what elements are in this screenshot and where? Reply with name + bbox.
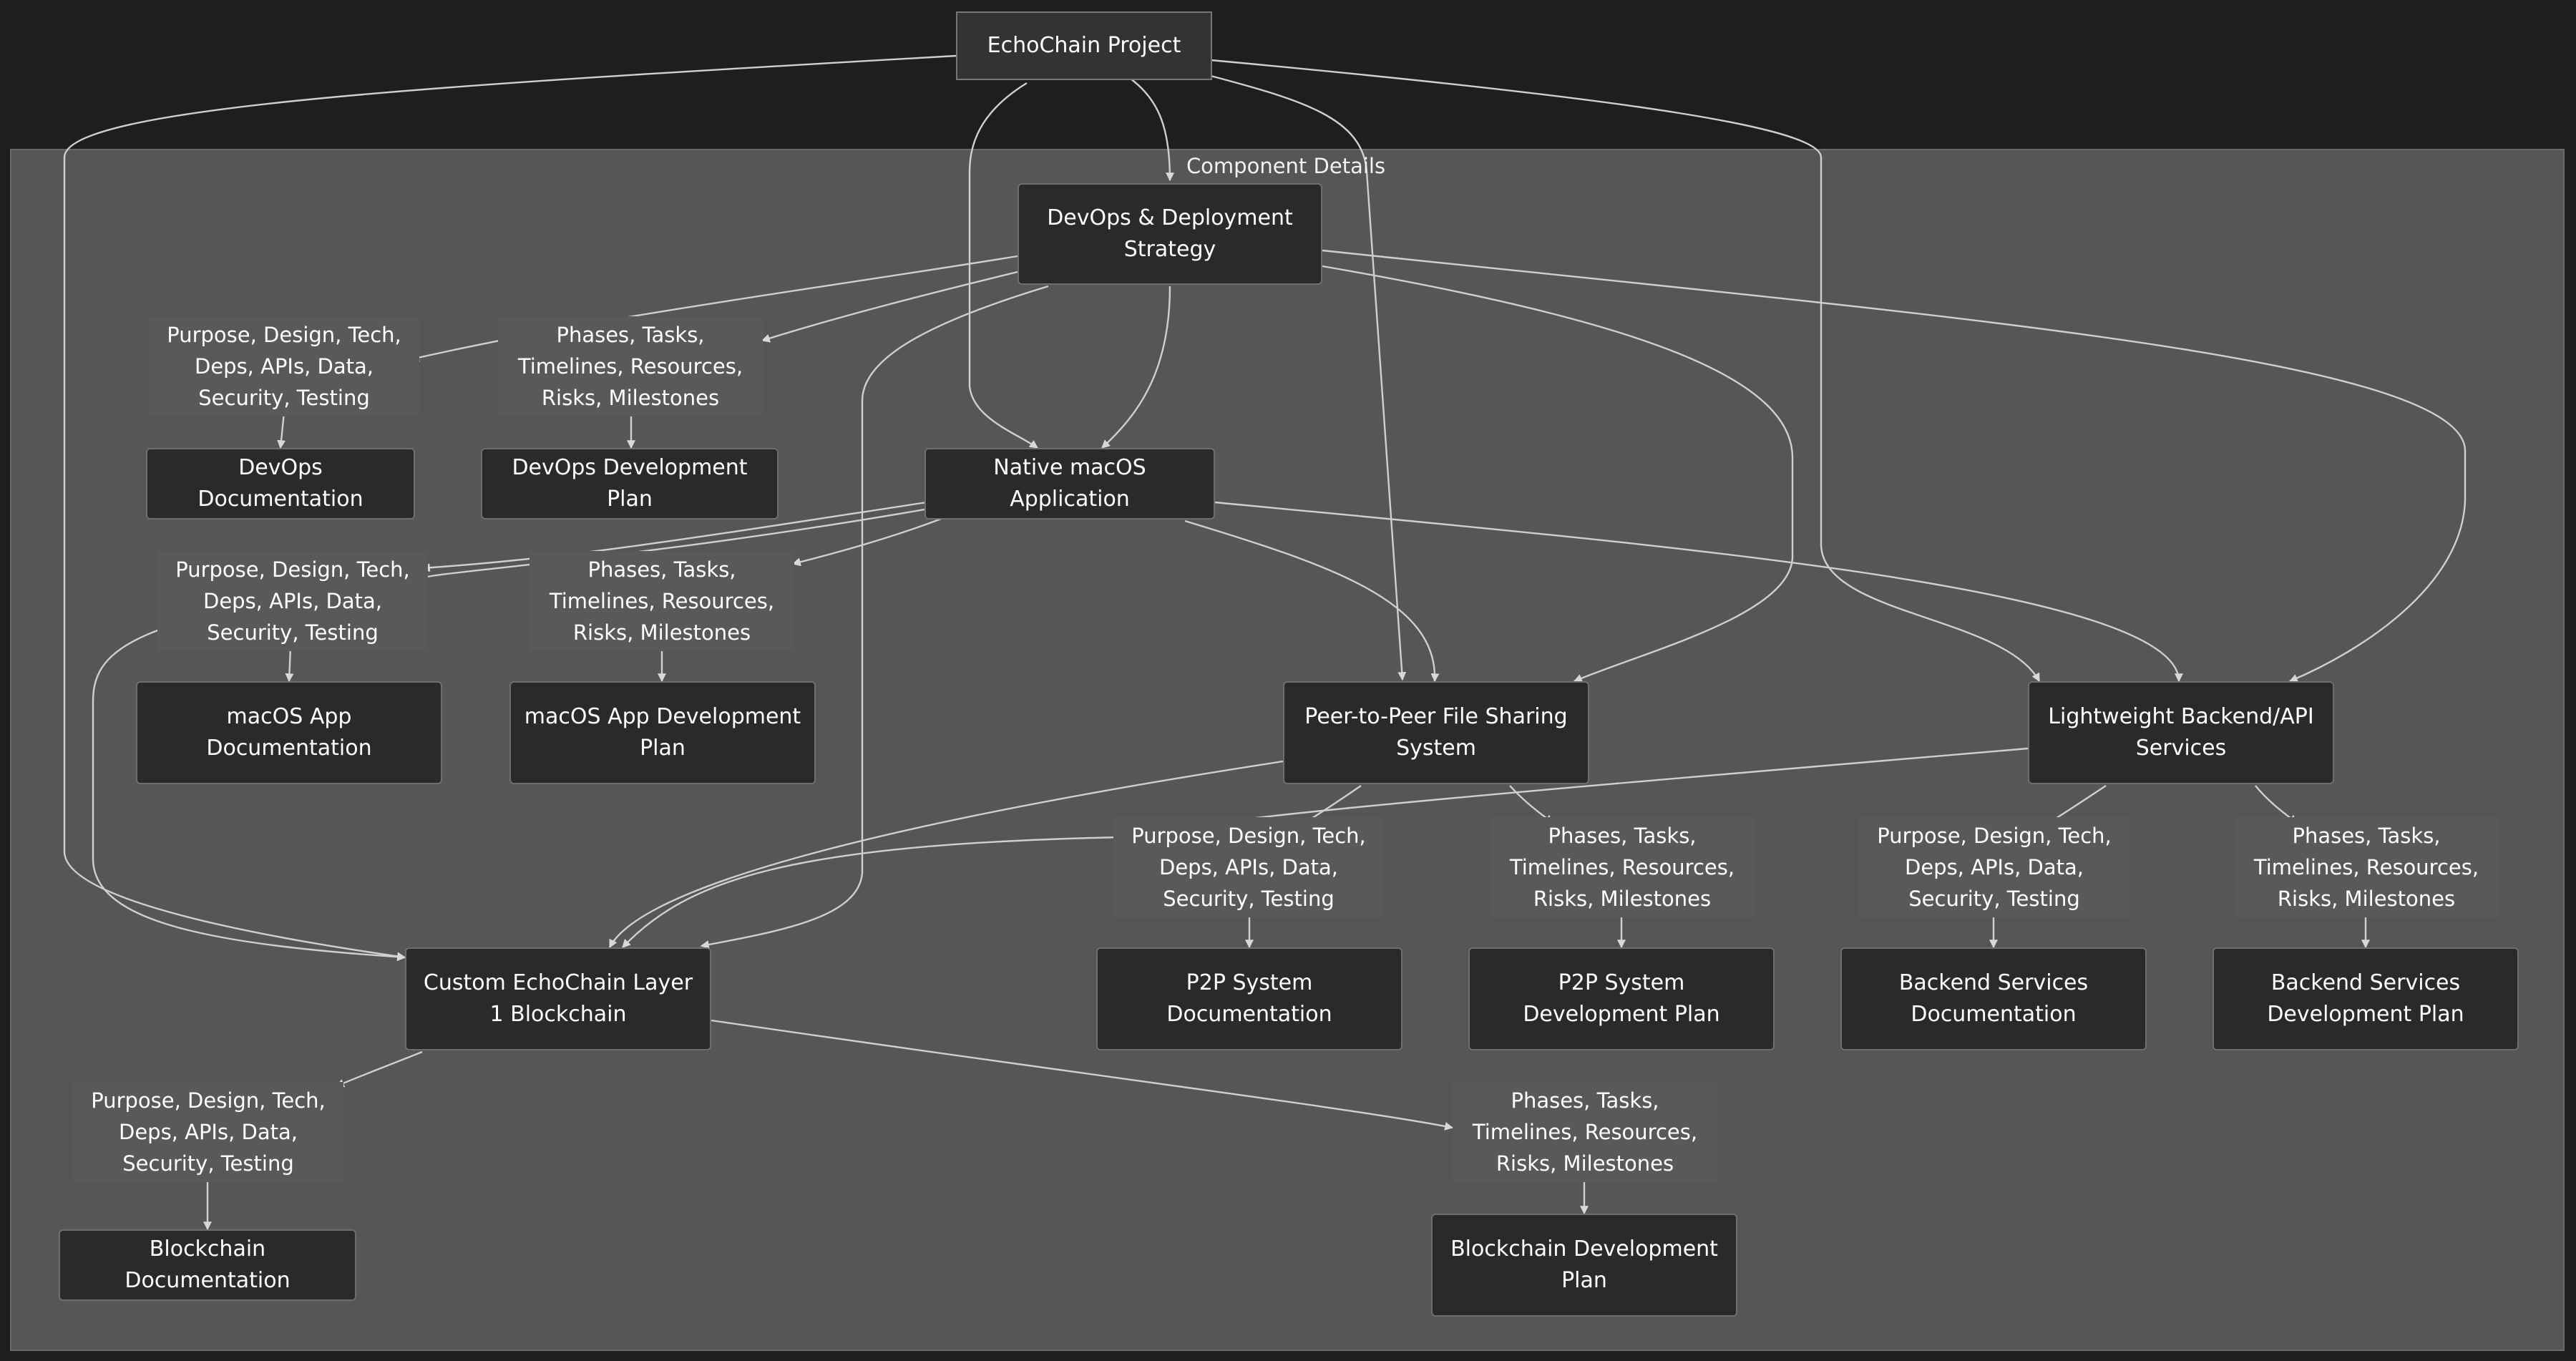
edge-label-devops-doc: Purpose, Design, Tech, Deps, APIs, Data,… — [149, 316, 419, 416]
node-devops-documentation[interactable]: DevOps Documentation — [146, 448, 415, 519]
edge-label-backend-plan: Phases, Tasks, Timelines, Resources, Ris… — [2234, 817, 2499, 917]
edge-devops-macos — [1101, 286, 1171, 449]
edge-p2p-chain — [608, 760, 1284, 949]
node-blockchain-documentation[interactable]: Blockchain Documentation — [59, 1229, 356, 1301]
edge-lbl-devops-doc — [277, 411, 286, 449]
edge-macos-doc — [421, 501, 927, 572]
edge-macos-plan — [791, 517, 944, 567]
edge-chain-doc — [335, 1050, 423, 1088]
node-macos-app-development-plan[interactable]: macOS App Development Plan — [509, 681, 816, 784]
edge-chain-plan — [711, 1019, 1454, 1131]
node-devops-development-plan[interactable]: DevOps Development Plan — [481, 448, 779, 519]
edge-devops-doc — [410, 255, 1018, 362]
edge-label-p2p-doc: Purpose, Design, Tech, Deps, APIs, Data,… — [1113, 817, 1384, 917]
edge-macos-backend — [1214, 501, 2183, 683]
edge-macos-p2p — [1184, 519, 1440, 683]
node-echochain-layer1-blockchain[interactable]: Custom EchoChain Layer 1 Blockchain — [405, 947, 711, 1050]
node-blockchain-development-plan[interactable]: Blockchain Development Plan — [1431, 1214, 1737, 1317]
edge-root-p2p — [1210, 74, 1407, 681]
node-native-macos-app[interactable]: Native macOS Application — [924, 448, 1215, 519]
edge-label-macos-plan: Phases, Tasks, Timelines, Resources, Ris… — [530, 551, 794, 651]
edge-label-chain-plan: Phases, Tasks, Timelines, Resources, Ris… — [1453, 1082, 1717, 1182]
edge-label-chain-doc: Purpose, Design, Tech, Deps, APIs, Data,… — [73, 1082, 343, 1182]
node-devops-strategy[interactable]: DevOps & Deployment Strategy — [1018, 183, 1322, 285]
node-echochain-project[interactable]: EchoChain Project — [956, 11, 1212, 80]
cluster-label: Component Details — [1186, 154, 1386, 178]
node-backend-services-documentation[interactable]: Backend Services Documentation — [1840, 947, 2147, 1050]
edge-root-chain — [63, 54, 957, 961]
edge-devops-plan — [761, 270, 1018, 343]
edge-root-devops — [1130, 78, 1174, 182]
edge-root-backend — [1210, 59, 2041, 683]
edge-label-p2p-plan: Phases, Tasks, Timelines, Resources, Ris… — [1490, 817, 1755, 917]
edge-label-macos-doc: Purpose, Design, Tech, Deps, APIs, Data,… — [157, 551, 428, 651]
node-backend-api-services[interactable]: Lightweight Backend/API Services — [2028, 681, 2334, 784]
node-macos-app-documentation[interactable]: macOS App Documentation — [136, 681, 442, 784]
node-p2p-system-development-plan[interactable]: P2P System Development Plan — [1468, 947, 1775, 1050]
edge-devops-backend — [1322, 249, 2467, 683]
node-p2p-file-sharing[interactable]: Peer-to-Peer File Sharing System — [1283, 681, 1589, 784]
edge-devops-chain — [700, 285, 1049, 949]
edge-root-macos — [968, 82, 1038, 449]
edge-devops-p2p — [1322, 265, 1794, 683]
node-p2p-system-documentation[interactable]: P2P System Documentation — [1096, 947, 1402, 1050]
node-backend-services-development-plan[interactable]: Backend Services Development Plan — [2212, 947, 2519, 1050]
edge-lbl-macos-doc — [285, 646, 294, 683]
edge-label-devops-plan: Phases, Tasks, Timelines, Resources, Ris… — [498, 316, 763, 416]
edge-label-backend-doc: Purpose, Design, Tech, Deps, APIs, Data,… — [1859, 817, 2129, 917]
